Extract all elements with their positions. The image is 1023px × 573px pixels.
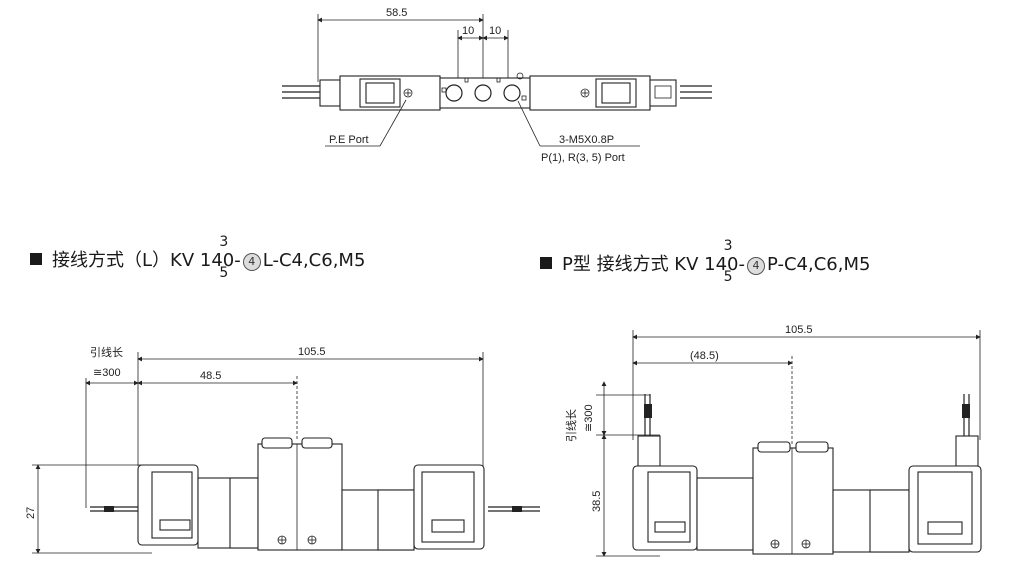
dim-48-5-right: (48.5) xyxy=(690,350,719,362)
dim-27: 27 xyxy=(25,507,37,519)
bullet-square-icon xyxy=(30,253,42,265)
circled-number-icon: 4 xyxy=(747,257,765,275)
dim-105-5-left: 105.5 xyxy=(298,346,326,358)
heading-suffix: P-C4,C6,M5 xyxy=(767,254,871,275)
heading-suffix: L-C4,C6,M5 xyxy=(262,250,366,271)
lead-length-value: ≅300 xyxy=(93,367,121,379)
dim-38-5: 38.5 xyxy=(591,491,603,512)
lead-length-label: 引线长 xyxy=(90,345,123,359)
heading-text: P型 接线方式 KV 1 xyxy=(562,254,716,275)
dim-58-5: 58.5 xyxy=(386,7,407,19)
lead-length-label-right: 引线长 xyxy=(564,409,578,442)
circled-number-icon: 4 xyxy=(242,253,261,271)
heading-text: 接线方式（L）KV 1 xyxy=(52,250,212,271)
thread-label: 3-M5X0.8P xyxy=(559,134,614,146)
dim-10-right: 10 xyxy=(489,25,501,37)
dim-10-left: 10 xyxy=(462,25,474,37)
pe-port-label: P.E Port xyxy=(329,134,369,146)
lead-length-value-right: ≅300 xyxy=(583,404,595,432)
left-side-view: 105.5 48.5 引线长 ≅300 27 xyxy=(25,345,540,554)
right-side-view: 105.5 (48.5) 引线长 ≅300 38.5 xyxy=(564,324,982,557)
dim-48-5-left: 48.5 xyxy=(200,370,221,382)
top-view: 58.5 10 10 xyxy=(282,7,712,164)
port-list-label: P(1), R(3, 5) Port xyxy=(541,152,625,164)
bullet-square-icon xyxy=(540,257,552,269)
dim-105-5-right: 105.5 xyxy=(785,324,813,336)
